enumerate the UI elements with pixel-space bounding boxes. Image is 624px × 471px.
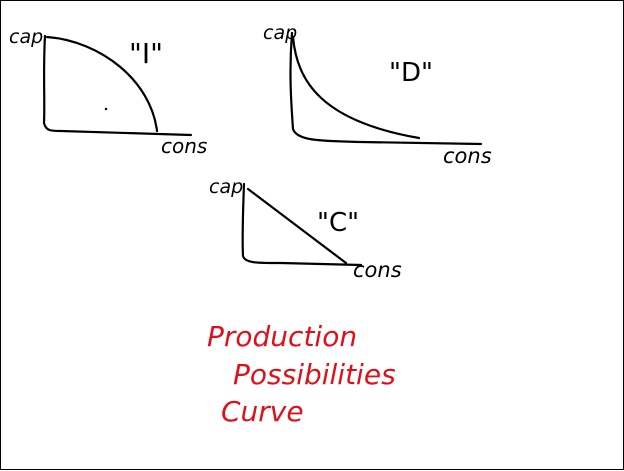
graph-i-axes — [42, 34, 193, 137]
graph-i-x-label: cons — [161, 134, 207, 158]
graph-c-line — [246, 187, 348, 265]
graph-d-x-label: cons — [443, 144, 492, 168]
graph-c: cap cons "C" — [209, 176, 402, 282]
graph-d-type-label: "D" — [389, 58, 433, 88]
graph-i: cap cons "I" — [9, 26, 207, 158]
caption-line-2: Possibilities — [233, 358, 396, 391]
graph-c-x-label: cons — [353, 258, 402, 282]
graph-c-type-label: "C" — [317, 208, 359, 238]
graph-d-curve — [291, 35, 421, 140]
graph-c-y-label: cap — [209, 176, 243, 198]
graph-d-axes — [289, 31, 483, 146]
caption: Production Possibilities Curve — [207, 320, 396, 428]
graph-i-y-label: cap — [9, 26, 43, 48]
graph-i-dot — [104, 107, 108, 111]
graph-i-curve — [45, 35, 159, 133]
graph-d-y-label: cap — [263, 22, 297, 44]
graph-d: cap cons "D" — [263, 22, 492, 168]
caption-line-3: Curve — [221, 395, 304, 428]
graph-c-axes — [241, 182, 363, 267]
graph-i-type-label: "I" — [129, 37, 163, 70]
caption-line-1: Production — [207, 320, 357, 353]
